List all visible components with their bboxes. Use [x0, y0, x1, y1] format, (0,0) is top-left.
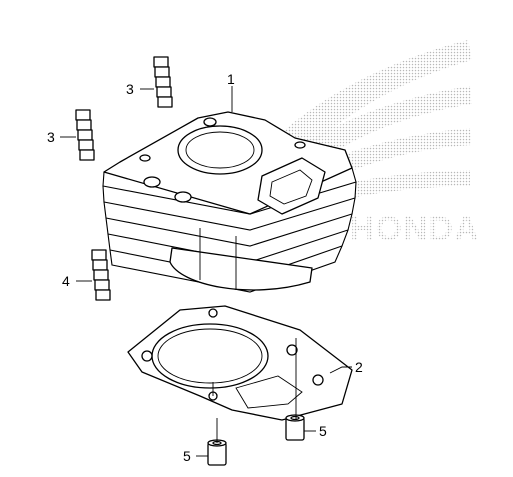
callout-bolt-lower: 4: [62, 273, 70, 289]
callout-bolt-left: 3: [47, 129, 55, 145]
callout-dowel-right: 5: [319, 423, 327, 439]
stud-bolt-lower: [91, 249, 111, 301]
dowel-pin-right: [285, 414, 305, 441]
callout-cylinder: 1: [227, 71, 235, 87]
base-gasket-part: [127, 305, 353, 421]
callout-dowel-left: 5: [183, 448, 191, 464]
callout-gasket: 2: [355, 359, 363, 375]
cylinder-part: [102, 111, 357, 293]
stud-bolt-upper: [153, 56, 173, 108]
brand-watermark-text: HONDA: [350, 210, 480, 248]
leader-lines: [60, 86, 352, 457]
callout-bolt-upper: 3: [126, 81, 134, 97]
stud-bolt-left: [75, 109, 95, 161]
dowel-pin-left: [207, 439, 227, 466]
